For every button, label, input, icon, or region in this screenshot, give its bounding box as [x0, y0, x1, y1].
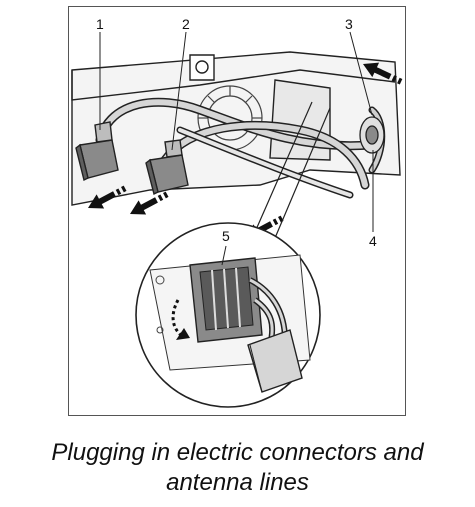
callout-5: 5 [222, 228, 230, 244]
connector-2 [145, 139, 189, 196]
callout-3: 3 [345, 16, 353, 32]
figure-caption: Plugging in electric connectors and ante… [0, 438, 475, 498]
callout-2: 2 [182, 16, 190, 32]
detail-circle [135, 222, 321, 408]
connector-1 [75, 121, 119, 182]
callout-leaders [99, 31, 374, 266]
connector-illustration [71, 31, 403, 408]
caption-line-2: antenna lines [166, 469, 309, 496]
callout-4: 4 [369, 233, 377, 249]
detail-leader-lines [254, 101, 331, 239]
callout-1: 1 [96, 16, 104, 32]
caption-line-1: Plugging in electric connectors and [51, 439, 424, 466]
antenna-socket-4 [359, 116, 385, 154]
